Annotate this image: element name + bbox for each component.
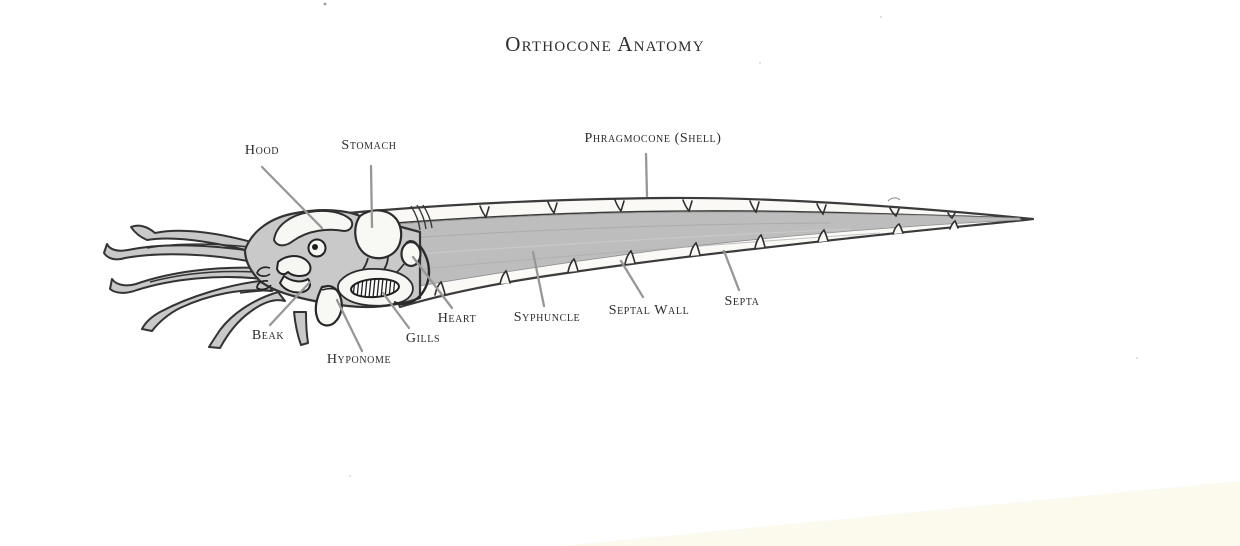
label-septal-wall: Septal Wall [608, 303, 690, 318]
leader-hyponome [335, 298, 364, 353]
label-syphuncle: Syphuncle [513, 310, 581, 325]
paper-artifacts [197, 2, 1240, 546]
hood-shape [272, 209, 354, 247]
head-body [243, 209, 431, 327]
leader-gills [381, 291, 411, 330]
label-hyponome: Hyponome [326, 352, 392, 367]
leader-heart [411, 255, 454, 310]
leader-lines [260, 152, 741, 353]
label-stomach: Stomach [341, 138, 397, 153]
tentacles [103, 224, 337, 349]
bottom-septa-marks [434, 219, 959, 296]
label-gills: Gills [405, 331, 441, 346]
hyponome-funnel [314, 284, 343, 327]
label-septa: Septa [724, 294, 760, 309]
leader-hood [260, 165, 324, 230]
label-hood: Hood [244, 143, 280, 158]
page-title: Orthocone Anatomy [505, 32, 705, 56]
eye [307, 238, 327, 258]
leader-beak [268, 280, 312, 327]
phragmocone-shell [346, 196, 1035, 309]
leader-septal-wall [619, 259, 645, 299]
beak-shape [256, 255, 312, 294]
leader-phragmocone [644, 152, 649, 198]
leader-syphuncle [531, 250, 546, 308]
leader-stomach [369, 164, 374, 229]
leader-septa [722, 249, 741, 292]
label-beak: Beak [251, 328, 285, 343]
label-heart: Heart [437, 311, 477, 326]
label-phragmocone: Phragmocone (Shell) [584, 131, 722, 146]
top-septa-marks [479, 199, 956, 220]
gills-organ [337, 245, 431, 307]
